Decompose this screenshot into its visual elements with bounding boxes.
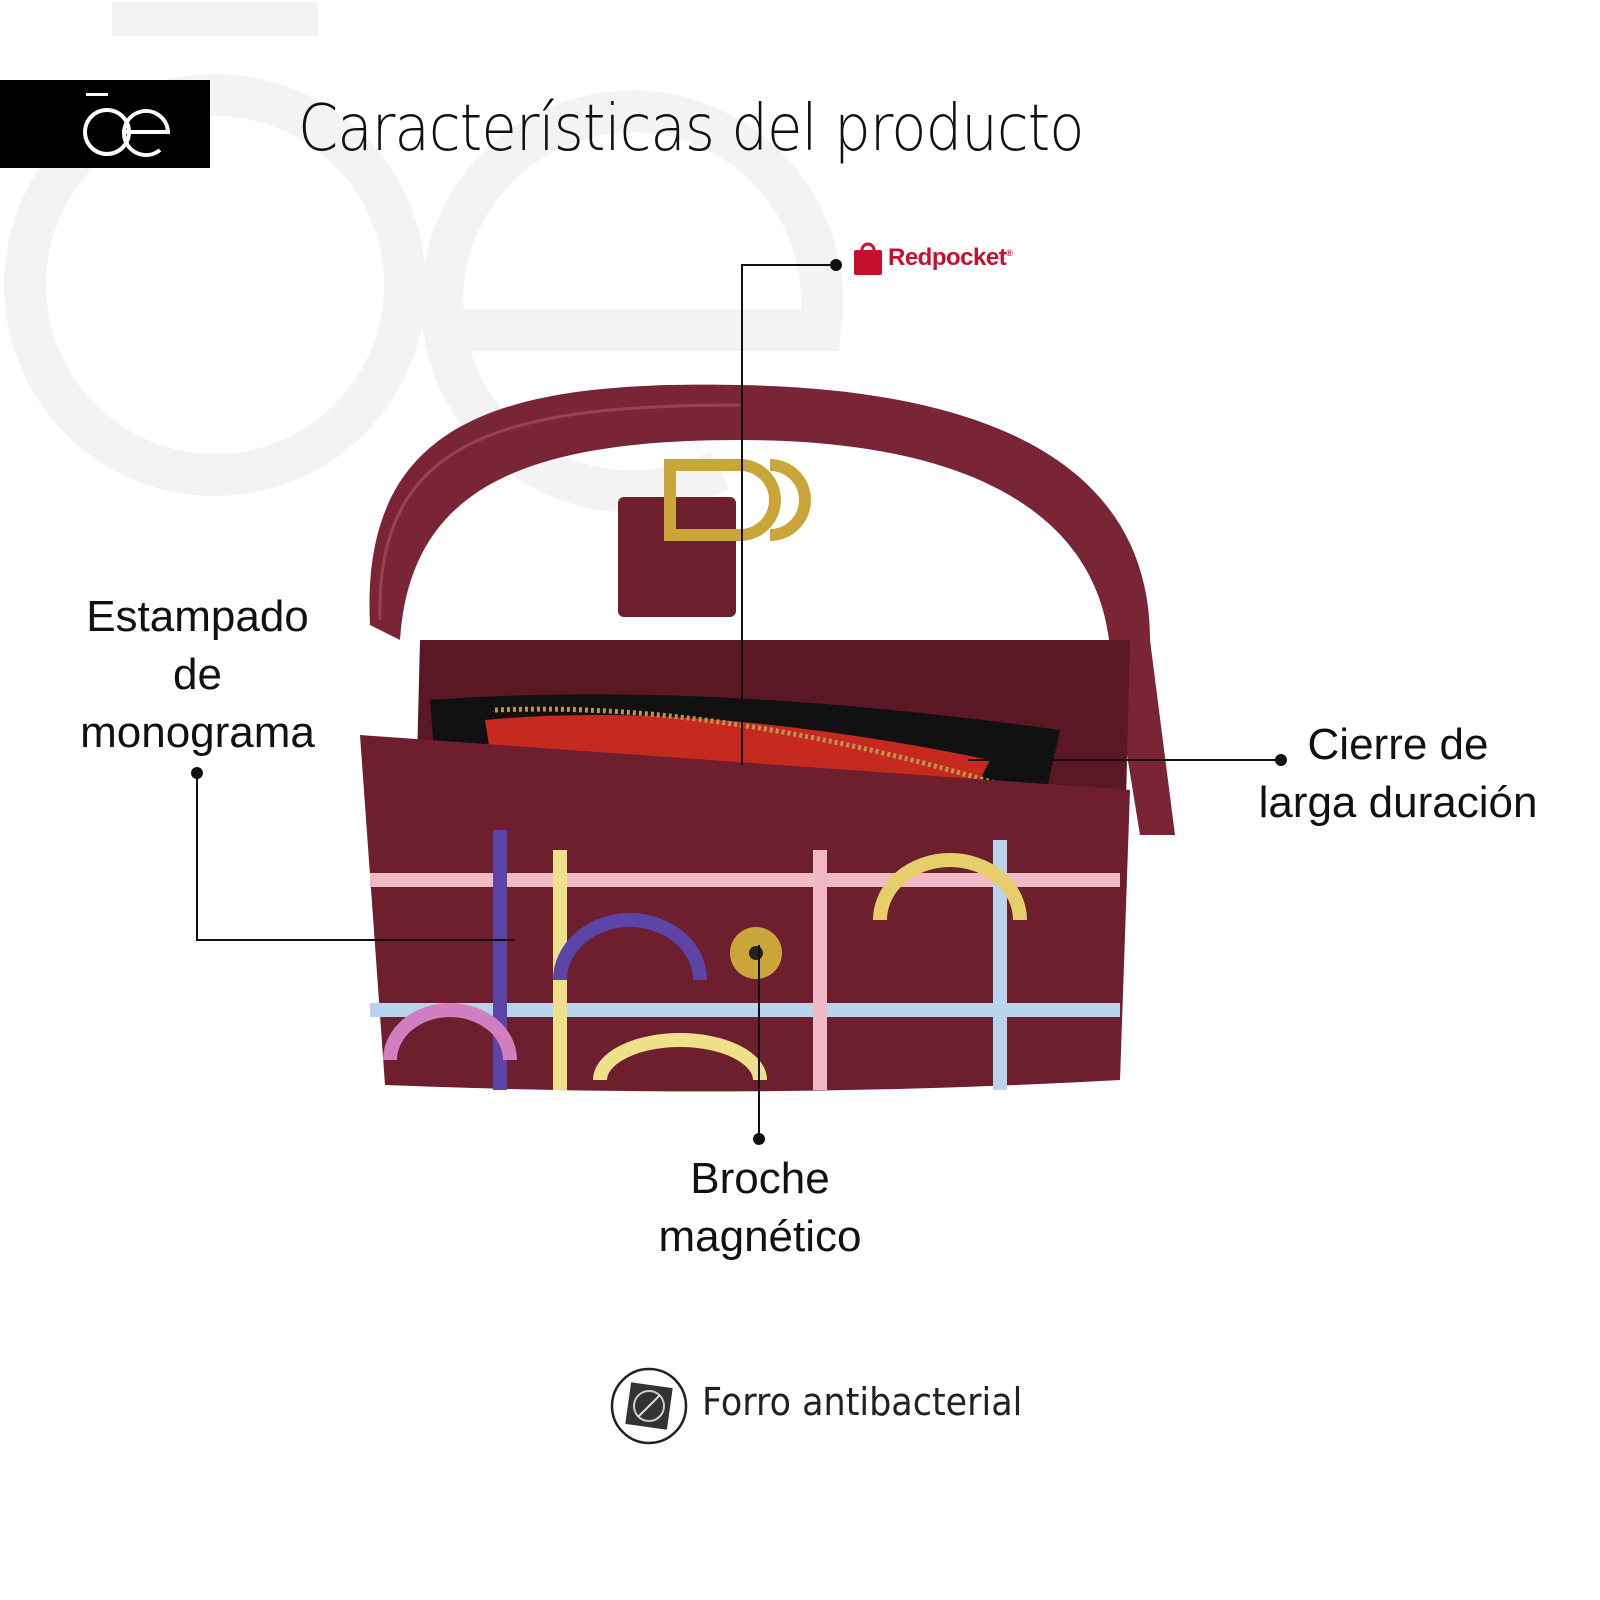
page-title: Características del producto <box>298 92 1085 166</box>
callout-cierre: Cierre de larga duración <box>1238 716 1558 832</box>
callout-lines <box>196 264 1281 1139</box>
antibacterial-icon <box>610 1367 688 1445</box>
callout-line: de <box>173 650 222 699</box>
callout-monograma: Estampado de monograma <box>40 588 355 762</box>
shopping-bag-icon <box>854 242 882 275</box>
callout-line: larga duración <box>1258 778 1538 827</box>
callout-line: magnético <box>658 1212 862 1261</box>
brand-logo <box>0 80 210 168</box>
callout-line: Estampado <box>86 592 309 641</box>
redpocket-wordmark: Redpocket® <box>888 244 1013 271</box>
callout-line: monograma <box>80 708 315 757</box>
redpocket-logo: Redpocket® <box>852 240 1013 276</box>
callout-line: Cierre de <box>1307 720 1489 769</box>
callout-dots <box>191 259 1287 1145</box>
callout-broche: Broche magnético <box>600 1150 920 1266</box>
feature-antibacterial-label: Forro antibacterial <box>702 1380 1023 1424</box>
oe-logo-icon <box>83 93 171 158</box>
watermark-logo <box>4 2 844 513</box>
callout-line: Broche <box>690 1154 830 1203</box>
handbag-image <box>360 384 1175 1092</box>
